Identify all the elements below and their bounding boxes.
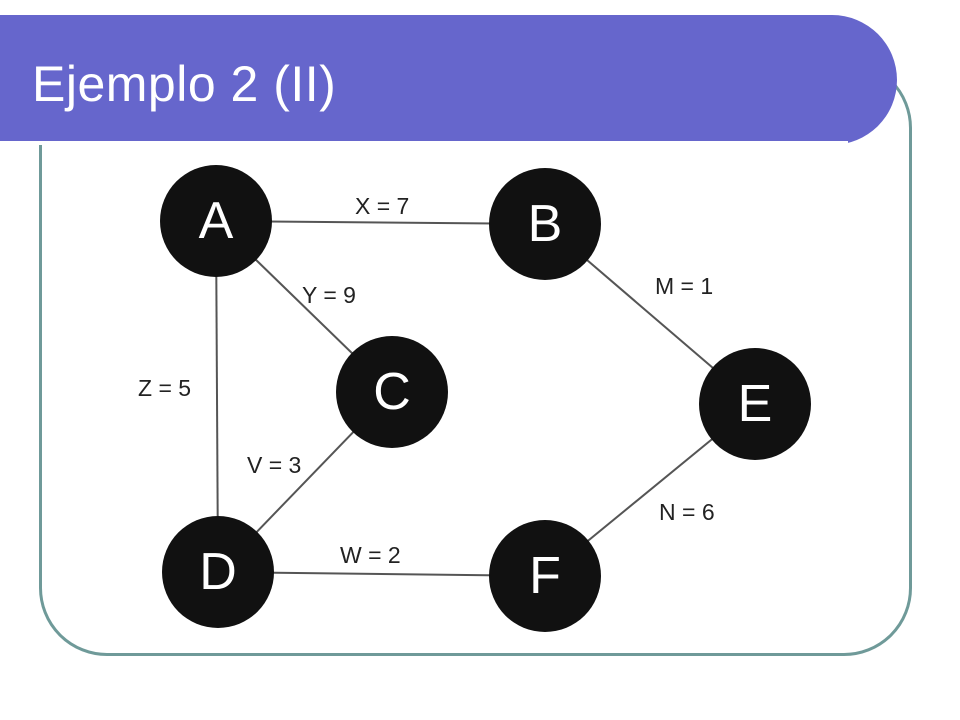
node-circle: [489, 520, 601, 632]
node-circle: [162, 516, 274, 628]
node-circle: [160, 165, 272, 277]
edge-label-d-f: W = 2: [340, 542, 401, 568]
edge-label-a-d: Z = 5: [138, 375, 191, 401]
edge-a-d: [215, 220, 219, 573]
edge-label-e-f: N = 6: [659, 499, 715, 525]
slide-title: Ejemplo 2 (II): [32, 56, 337, 112]
node-label: D: [199, 543, 237, 601]
node-label: C: [373, 363, 411, 421]
title-bar: Ejemplo 2 (II): [0, 15, 897, 145]
edge-label-b-e: M = 1: [655, 273, 713, 299]
title-underline: [0, 141, 848, 145]
node-circle: [336, 336, 448, 448]
graph-node-c: C: [336, 336, 448, 448]
node-circle: [489, 168, 601, 280]
edge-label-c-d: V = 3: [247, 452, 301, 478]
node-label: F: [529, 547, 561, 605]
graph-node-b: B: [489, 168, 601, 280]
graph-node-d: D: [162, 516, 274, 628]
edge-label-a-b: X = 7: [355, 193, 409, 219]
graph-node-a: A: [160, 165, 272, 277]
edge-labels: X = 7 Y = 9 Z = 5 V = 3 W = 2 M = 1 N = …: [138, 193, 715, 568]
node-label: A: [199, 192, 234, 250]
graph-node-e: E: [699, 348, 811, 460]
edge-label-a-c: Y = 9: [302, 282, 356, 308]
graph-node-f: F: [489, 520, 601, 632]
node-label: B: [528, 195, 563, 253]
node-circle: [699, 348, 811, 460]
node-label: E: [738, 375, 773, 433]
